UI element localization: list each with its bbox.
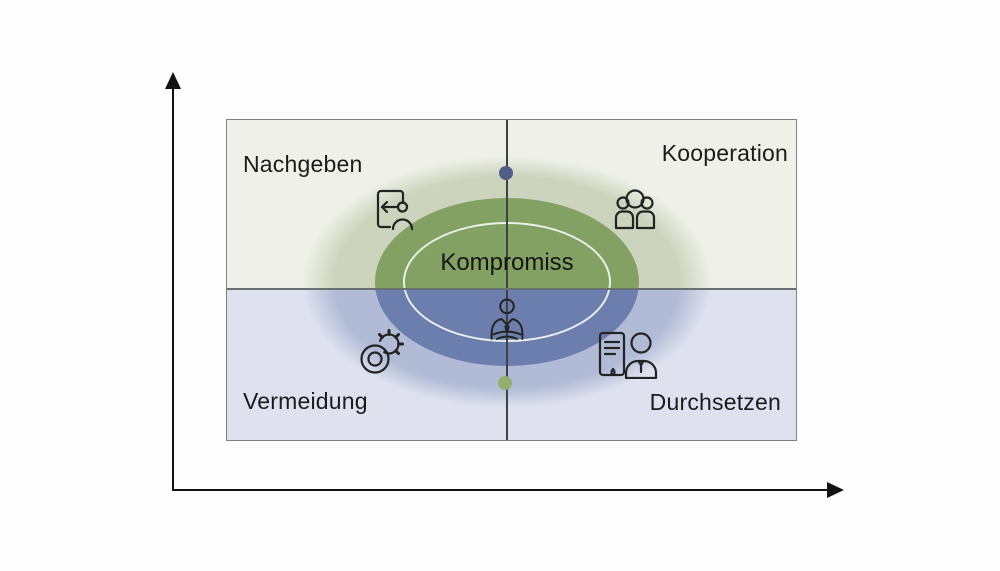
y-axis-arrow-icon [165,72,181,89]
gears-icon [358,328,406,378]
quadrant-label-kooperation: Kooperation [661,140,788,166]
quadrant-label-durchsetzen: Durchsetzen [649,389,781,415]
quadrant-label-nachgeben: Nachgeben [243,151,363,177]
x-axis-arrow-icon [827,482,844,498]
x-axis-line [172,489,830,491]
y-axis-line [172,86,174,491]
document-person-icon [598,331,660,379]
quadrant-label-vermeidung: Vermeidung [243,388,368,414]
horizontal-divider-line [227,288,796,290]
vertical-divider-line [506,120,508,440]
green-dot [498,376,512,390]
team-icon [612,188,658,230]
exit-door-icon [370,186,416,234]
center-label-kompromiss: Kompromiss [440,249,574,276]
quadrant-matrix: Nachgeben Kooperation Vermeidung Durchse… [226,119,797,441]
dark-blue-dot [499,166,513,180]
negotiator-icon [488,296,526,342]
